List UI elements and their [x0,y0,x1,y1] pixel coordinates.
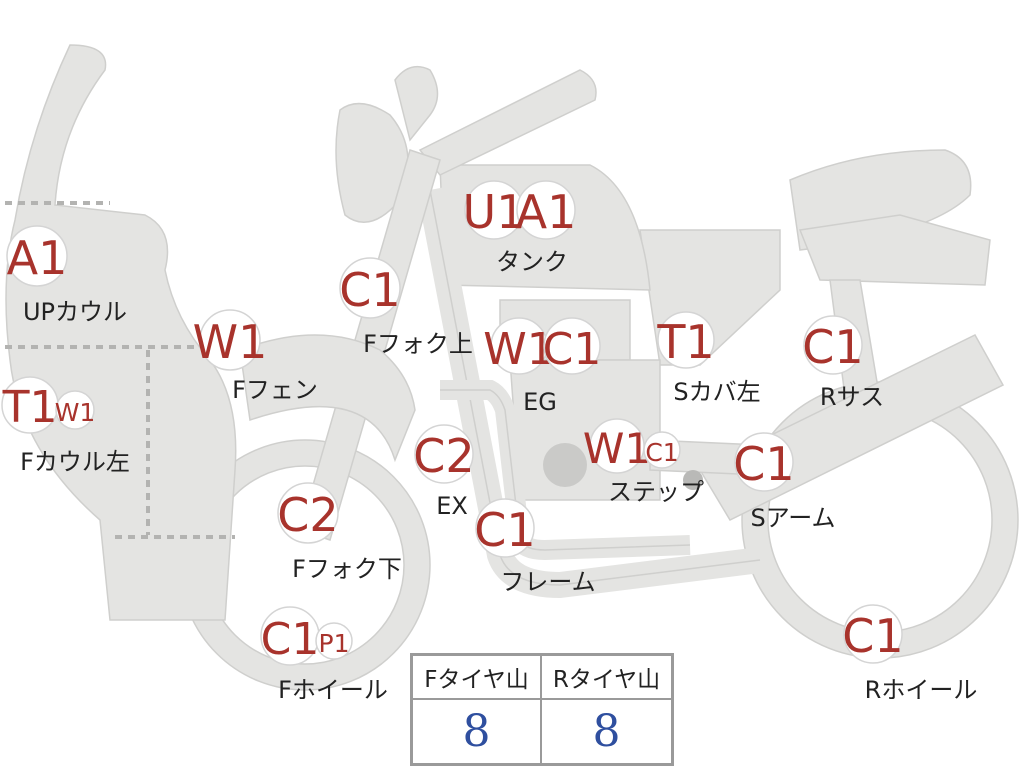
part-label: Fフォク上 [363,330,473,358]
badge-code: P1 [319,629,350,658]
badge-code: T1 [656,315,714,369]
part-s-cover[interactable]: T1 Sカバ左 [656,311,761,406]
badge-code: C1 [733,437,794,491]
badge-code: W1 [583,424,651,473]
badge-code: W1 [55,398,96,427]
badge-code: C1 [802,320,863,374]
front-tread-header: Fタイヤ山 [413,656,542,700]
part-label: UPカウル [23,298,127,326]
badge-code: C1 [645,438,678,467]
badge-code: W1 [193,315,268,369]
part-frame[interactable]: C1 フレーム [474,498,596,596]
tire-tread-table: Fタイヤ山 Rタイヤ山 8 8 [410,653,674,766]
part-exhaust[interactable]: C2 EX [413,424,475,520]
part-label: Rサス [820,383,884,411]
badge-code: T1 [2,382,58,433]
part-label: Sカバ左 [673,378,760,406]
part-label: Fカウル左 [20,448,130,476]
rear-tread-header: Rタイヤ山 [542,656,671,700]
part-label: EX [436,492,468,520]
badge-code: A1 [516,185,577,239]
part-engine[interactable]: W1 C1 EG [483,317,602,416]
part-f-cowl-left[interactable]: T1 W1 Fカウル左 [1,376,130,476]
front-tread-value: 8 [413,700,542,763]
part-label: EG [523,388,557,416]
badge-code: C1 [261,614,320,665]
part-label: ステップ [608,478,704,506]
tail-shape [798,214,991,286]
rear-tread-value: 8 [592,706,621,757]
part-label: Sアーム [750,504,835,532]
part-f-fork-up[interactable]: C1 Fフォク上 [339,257,473,358]
mirror-shape [394,65,439,142]
badge-code: C1 [474,503,535,557]
part-f-fender[interactable]: W1 Fフェン [193,309,318,404]
part-r-sus[interactable]: C1 Rサス [802,315,884,411]
badge-code: C1 [339,263,400,317]
part-label: Fフォク下 [292,555,402,583]
handlebar-shape [418,69,597,176]
part-tank[interactable]: U1 A1 タンク [463,180,577,276]
part-label: Fホイール [278,676,388,704]
part-r-wheel[interactable]: C1 Rホイール [842,604,978,704]
badge-code: A1 [7,231,68,285]
badge-code: C2 [413,429,474,483]
engine-cover-shape [543,443,587,487]
badge-code: W1 [483,324,555,375]
part-label: Fフェン [232,376,318,404]
badge-code: C1 [543,324,602,375]
part-f-wheel[interactable]: C1 P1 Fホイール [260,606,388,704]
part-label: タンク [496,248,568,276]
badge-code: C2 [277,488,338,542]
callouts: A1 UPカウル T1 W1 Fカウル左 W1 Fフェン C1 Fフォク上 C2 [1,180,978,704]
part-s-arm[interactable]: C1 Sアーム [733,432,836,532]
part-step[interactable]: W1 C1 ステップ [583,418,704,506]
part-label: Rホイール [865,676,978,704]
badge-code: U1 [463,185,526,239]
cowl-shape [5,44,237,621]
badge-code: C1 [842,609,903,663]
front-fender-shape [239,334,416,463]
part-label: フレーム [500,568,595,596]
part-up-cowl[interactable]: A1 UPカウル [6,225,127,326]
part-f-fork-low[interactable]: C2 Fフォク下 [277,482,402,583]
